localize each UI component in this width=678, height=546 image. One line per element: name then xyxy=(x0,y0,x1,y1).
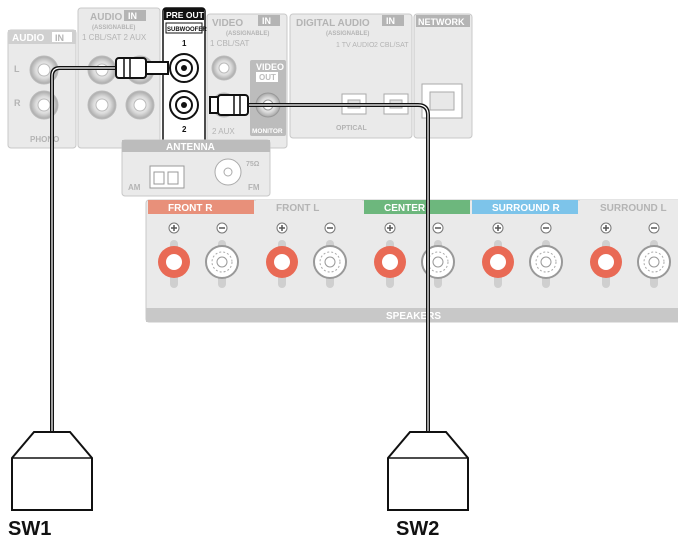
subwoofer-sw1 xyxy=(11,431,93,511)
audio-in-title: AUDIO xyxy=(90,12,122,23)
digital-audio-badge: IN xyxy=(386,16,395,26)
speaker-terminal-minus-hole xyxy=(648,256,660,268)
sw2-label: SW2 xyxy=(396,518,440,540)
speaker-terminal-minus-ridge xyxy=(211,251,233,273)
speaker-channel-header xyxy=(256,200,362,214)
rca-plug-sw2 xyxy=(209,94,249,116)
speaker-terminal-minus-ridge xyxy=(319,251,341,273)
speaker-channel-header xyxy=(364,200,470,214)
antenna-ohm-label: 75Ω xyxy=(246,161,260,168)
cable-sw2-inner xyxy=(232,104,429,432)
audio-in-left-r-label: R xyxy=(14,98,21,108)
speaker-channel-3: CENTER xyxy=(364,200,470,288)
audio-in-assignable-labels: 1 CBL/SAT 2 AUX xyxy=(82,33,147,42)
speaker-channel-header xyxy=(472,200,578,214)
rca-jack-cbl-r[interactable] xyxy=(87,90,117,120)
sw1-label: SW1 xyxy=(8,518,52,540)
speaker-channel-1: FRONT R xyxy=(148,200,254,288)
speaker-channel-label: FRONT L xyxy=(276,203,319,214)
subwoofer-out-jack-2[interactable] xyxy=(169,90,199,120)
antenna-title: ANTENNA xyxy=(166,142,215,153)
subwoofer-out-jack-1[interactable] xyxy=(169,53,199,83)
speaker-channel-label: FRONT R xyxy=(168,203,213,214)
speaker-terminal-minus-hole xyxy=(216,256,228,268)
video-out-title: VIDEO xyxy=(256,62,284,72)
speaker-terminal-minus-ridge xyxy=(535,251,557,273)
speakers-section: SPEAKERS FRONT R FRONT L CENTER SURROUND R S… xyxy=(145,199,678,323)
audio-in-assignable-section: AUDIO IN (ASSIGNABLE) 1 CBL/SAT 2 AUX xyxy=(77,7,161,149)
digital-audio-label-1: 1 TV AUDIO xyxy=(336,42,375,49)
network-section: NETWORK xyxy=(413,13,473,139)
speaker-channel-5: SURROUND L xyxy=(580,200,678,288)
digital-audio-section: DIGITAL AUDIO IN (ASSIGNABLE) 1 TV AUDIO… xyxy=(289,13,413,139)
speaker-terminal-plus-hole xyxy=(490,254,506,270)
speakers-footer-label: SPEAKERS xyxy=(386,311,441,322)
speaker-terminal-minus-hole xyxy=(324,256,336,268)
rca-jack-aux-r[interactable] xyxy=(125,90,155,120)
pre-out-jack1-label: 1 xyxy=(182,39,187,48)
video-in-badge: IN xyxy=(262,16,271,26)
audio-in-left-badge: IN xyxy=(55,33,64,43)
video-in-title: VIDEO xyxy=(212,18,243,29)
speaker-channel-label: CENTER xyxy=(384,203,426,214)
speaker-channel-header xyxy=(148,200,254,214)
video-in-sub: (ASSIGNABLE) xyxy=(226,31,269,37)
antenna-am-label: AM xyxy=(128,183,141,192)
video-in-jack-1[interactable] xyxy=(211,55,237,81)
speaker-terminal-minus-ridge xyxy=(427,251,449,273)
speaker-channel-label: SURROUND L xyxy=(600,203,667,214)
speaker-terminal-plus-hole xyxy=(166,254,182,270)
speaker-channel-2: FRONT L xyxy=(256,200,362,288)
audio-in-left-title: AUDIO xyxy=(12,33,44,44)
speaker-terminal-minus-ridge xyxy=(643,251,665,273)
video-in-label-2: 2 AUX xyxy=(212,127,235,136)
audio-in-badge: IN xyxy=(128,11,137,21)
fm-antenna-jack[interactable] xyxy=(214,158,242,186)
subwoofer-sw2 xyxy=(387,431,469,511)
network-title: NETWORK xyxy=(418,17,465,27)
digital-audio-title: DIGITAL AUDIO xyxy=(296,18,370,29)
digital-audio-sub: (ASSIGNABLE) xyxy=(326,31,369,37)
speaker-channels: FRONT R FRONT L CENTER SURROUND R SURROUND L xyxy=(148,200,678,288)
antenna-section: ANTENNA AM FM 75Ω xyxy=(121,139,271,197)
speaker-terminal-minus-hole xyxy=(432,256,444,268)
speaker-channel-label: SURROUND R xyxy=(492,203,561,214)
speaker-terminal-plus-hole xyxy=(274,254,290,270)
video-out-badge: OUT xyxy=(259,73,276,82)
audio-in-assignable-sub: (ASSIGNABLE) xyxy=(92,25,135,31)
antenna-fm-label: FM xyxy=(248,183,260,192)
video-out-monitor-label: MONITOR xyxy=(252,128,283,135)
pre-out-subwoofer-label: SUBWOOFER xyxy=(167,27,207,33)
audio-in-phono-label: PHONO xyxy=(30,135,59,144)
speaker-channel-4: SURROUND R xyxy=(472,200,578,288)
digital-audio-label-2: 2 CBL/SAT xyxy=(374,42,409,49)
video-out-section: VIDEO OUT MONITOR xyxy=(250,60,286,136)
cables xyxy=(50,57,430,432)
pre-out-jack2-label: 2 xyxy=(182,125,187,134)
am-antenna-terminal[interactable] xyxy=(149,165,185,189)
speaker-terminal-plus-hole xyxy=(382,254,398,270)
optical-label: OPTICAL xyxy=(336,125,367,132)
audio-in-left-section: AUDIO IN L R PHONO xyxy=(7,29,77,149)
speaker-terminal-plus-hole xyxy=(598,254,614,270)
speaker-terminal-minus-hole xyxy=(540,256,552,268)
cable-sw1-inner xyxy=(51,67,116,432)
audio-in-left-l-label: L xyxy=(14,64,20,74)
speaker-channel-header xyxy=(580,200,678,214)
pre-out-section: PRE OUT SUBWOOFER 1 2 xyxy=(162,7,207,149)
video-in-label-1: 1 CBL/SAT xyxy=(210,39,250,48)
rca-plug-sw1 xyxy=(115,57,169,79)
pre-out-title: PRE OUT xyxy=(166,10,205,20)
